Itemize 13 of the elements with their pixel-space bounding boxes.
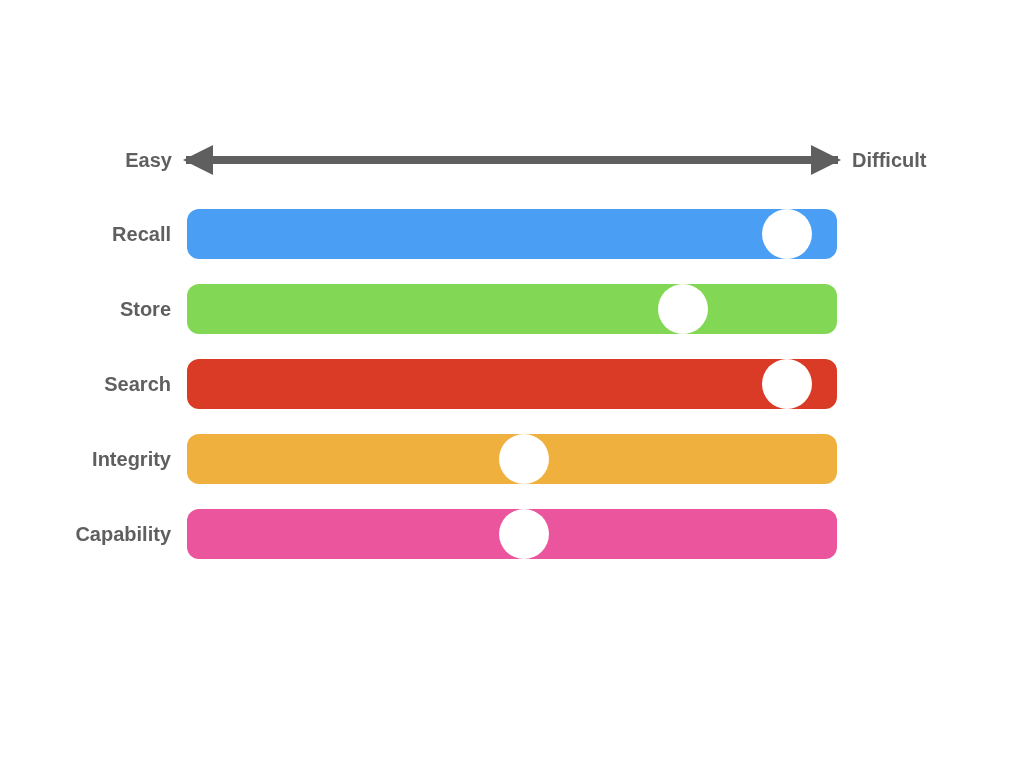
scale-end-label: Difficult — [852, 145, 952, 175]
slider-knob — [762, 359, 812, 409]
scale-end-label: Easy — [96, 145, 172, 175]
row-label: Search — [104, 372, 171, 396]
double-arrow — [183, 145, 841, 175]
slider-knob — [499, 509, 549, 559]
row-label: Recall — [112, 222, 171, 246]
slider-knob — [499, 434, 549, 484]
row-label: Integrity — [92, 447, 171, 471]
row-label: Store — [119, 297, 171, 321]
slider-knob — [658, 284, 708, 334]
slider-knob — [762, 209, 812, 259]
row-label: Capability — [75, 522, 171, 546]
